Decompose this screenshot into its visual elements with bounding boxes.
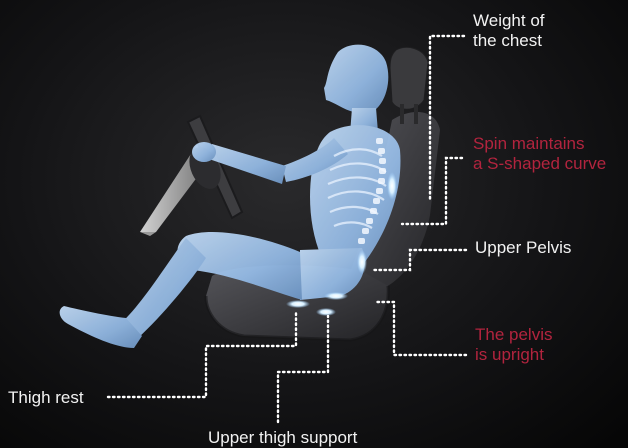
label-thigh-rest: Thigh rest xyxy=(8,388,84,408)
label-spine-curve-line2: a S-shaped curve xyxy=(473,154,606,174)
support-glow-upper-back xyxy=(387,172,397,200)
leader-line-pelvis xyxy=(376,302,466,355)
label-spine-curve-line1: Spin maintains xyxy=(473,134,606,154)
support-glow-pelvis xyxy=(324,292,348,300)
label-upper-thigh-support-line1: Upper thigh support xyxy=(208,428,357,448)
label-weight-of-chest-line2: the chest xyxy=(473,31,545,51)
label-upper-pelvis-line1: Upper Pelvis xyxy=(475,238,571,258)
label-upper-thigh-support: Upper thigh support xyxy=(208,428,357,448)
leader-line-chest xyxy=(430,36,464,200)
label-weight-of-chest: Weight of the chest xyxy=(473,11,545,51)
label-pelvis-upright-line1: The pelvis xyxy=(475,325,552,345)
label-pelvis-upright: The pelvis is upright xyxy=(475,325,552,365)
support-glow-lumbar xyxy=(357,250,367,274)
support-glow-thigh-b xyxy=(316,308,336,316)
label-upper-pelvis: Upper Pelvis xyxy=(475,238,571,258)
label-pelvis-upright-line2: is upright xyxy=(475,345,552,365)
label-spine-curve: Spin maintains a S-shaped curve xyxy=(473,134,606,174)
label-weight-of-chest-line1: Weight of xyxy=(473,11,545,31)
label-thigh-rest-line1: Thigh rest xyxy=(8,388,84,408)
support-glow-thigh-a xyxy=(286,300,310,308)
